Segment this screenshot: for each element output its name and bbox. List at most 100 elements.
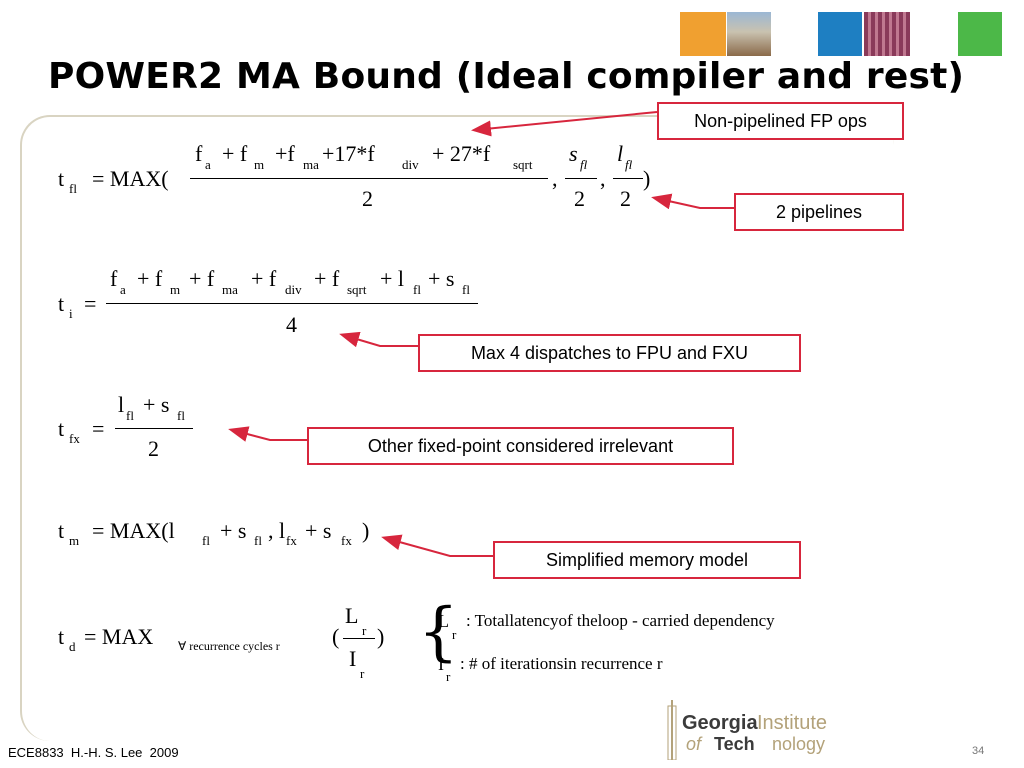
eq1-denominator: 2 — [362, 186, 373, 211]
eq1-sub-sqrt: sqrt — [513, 157, 533, 172]
eq2-f: f — [110, 266, 118, 291]
eq4-sub-fl2: fl — [254, 533, 262, 548]
eq3-sub-fl1: fl — [126, 408, 134, 423]
eq2-sub-a: a — [120, 282, 126, 297]
eq1-s-den: 2 — [574, 186, 585, 211]
eq1-fraction-bar — [190, 178, 548, 179]
eq5-max: = MAX — [84, 624, 154, 649]
eq5-close: ) — [377, 624, 385, 649]
eq4-sub-fx2: fx — [341, 533, 352, 548]
callout-non-pipelined: Non-pipelined FP ops — [657, 102, 904, 140]
eq1-plus-fma: +f — [275, 141, 295, 166]
content-frame — [20, 115, 894, 741]
eq1-close: ) — [643, 166, 651, 191]
tower-icon — [667, 700, 677, 760]
callout-max-dispatch: Max 4 dispatches to FPU and FXU — [418, 334, 801, 372]
photo-tile-building — [727, 12, 771, 56]
eq5-case2-sub: r — [446, 669, 451, 684]
eq2-plus-fdiv: + f — [251, 266, 277, 291]
eq4-sub-fl1: fl — [202, 533, 210, 548]
arrow-max-dispatch — [339, 331, 418, 348]
eq4-max: = MAX(l — [92, 518, 175, 543]
eq2-sub-fl2: fl — [462, 282, 470, 297]
eq4-sub-fx1: fx — [286, 533, 297, 548]
eq3-denominator: 2 — [148, 436, 159, 461]
eq4-plus-s: + s — [220, 518, 247, 543]
logo-institute: Institute — [757, 712, 828, 734]
eq5-case2-text: : # of iterationsin recurrence r — [460, 654, 663, 673]
eq1-s-bar — [565, 178, 597, 179]
eq3-plus-s: + s — [143, 392, 170, 417]
callout-two-pipelines: 2 pipelines — [734, 193, 904, 231]
eq1-s: s — [569, 141, 578, 166]
eq4-plus-s2: + s — [305, 518, 332, 543]
callout-memory-model: Simplified memory model — [493, 541, 801, 579]
eq2-equals: = — [84, 291, 97, 316]
eq1-l-sub: fl — [625, 157, 633, 172]
page-number: 34 — [972, 745, 985, 757]
eq2-lhs: t — [58, 291, 65, 316]
eq5-open: ( — [332, 624, 340, 649]
logo-tech: Tech — [714, 734, 755, 754]
eq5-I: I — [349, 646, 357, 671]
logo-georgia: Georgia — [682, 712, 758, 734]
eq2-sub-fl1: fl — [413, 282, 421, 297]
logo-of: of — [686, 734, 702, 754]
eq2-sub-div: div — [285, 282, 302, 297]
eq4-comma-l: , l — [268, 518, 286, 543]
eq3-lhs-sub: fx — [69, 431, 80, 446]
slide-title: POWER2 MA Bound (Ideal compiler and rest… — [48, 56, 965, 97]
eq1-l-den: 2 — [620, 186, 631, 211]
arrow-memory-model — [381, 534, 493, 557]
eq1-lhs-sub: fl — [69, 181, 77, 196]
eq1-l-bar — [613, 178, 643, 179]
eq3-equals: = — [92, 416, 105, 441]
eq3-sub-fl2: fl — [177, 408, 185, 423]
green-tile — [958, 12, 1002, 56]
eq1-comma2: , — [600, 166, 606, 191]
eq5-I-sub: r — [360, 666, 365, 681]
arrow-fixed-point — [228, 426, 307, 442]
eq2-plus-l: + l — [380, 266, 405, 291]
blue-tile — [818, 12, 862, 56]
eq5-lhs: t — [58, 624, 65, 649]
georgia-tech-logo: Georgia Institute of Tech nology — [662, 700, 882, 760]
logo-nology: nology — [772, 734, 826, 754]
eq2-plus-s: + s — [428, 266, 455, 291]
eq1-plus-fsqrt: + 27*f — [432, 141, 491, 166]
eq5-case1-sub: r — [452, 627, 457, 642]
eq5-brace: { — [418, 595, 459, 669]
photo-tile-chip — [864, 12, 910, 56]
eq1-lhs: t — [58, 166, 65, 191]
eq1-l: l — [617, 141, 624, 166]
arrow-non-pipelined — [471, 111, 658, 137]
eq4-close: ) — [362, 518, 370, 543]
eq5-L-sub: r — [362, 623, 367, 638]
eq5-case2-I: I — [438, 654, 444, 674]
eq5-fraction-bar — [343, 638, 375, 639]
eq5-lhs-sub: d — [69, 639, 76, 654]
eq2-plus-fma: + f — [189, 266, 215, 291]
eq1-sub-a: a — [205, 157, 211, 172]
eq3-l: l — [118, 392, 125, 417]
eq2-sub-m: m — [170, 282, 181, 297]
eq2-sub-sqrt: sqrt — [347, 282, 367, 297]
eq1-max: = MAX( — [92, 166, 169, 191]
eq2-plus-fsqrt: + f — [314, 266, 340, 291]
eq2-plus-fm: + f — [137, 266, 163, 291]
eq4-lhs-sub: m — [69, 533, 80, 548]
eq5-case1-L: L — [438, 611, 449, 631]
eq3-fraction-bar — [115, 428, 193, 429]
eq1-plus-fm: + f — [222, 141, 248, 166]
eq1-sub-ma: ma — [303, 157, 319, 172]
eq1-s-sub: fl — [580, 157, 588, 172]
eq1-comma1: , — [552, 166, 558, 191]
eq2-fraction-bar — [106, 303, 478, 304]
eq1-sub-div: div — [402, 157, 419, 172]
eq1-plus-fdiv: +17*f — [322, 141, 375, 166]
eq5-forall-sub: ∀ recurrence cycles r — [178, 639, 280, 653]
eq2-lhs-sub: i — [69, 306, 73, 321]
eq5-case1-text: : Totallatencyof theloop - carried depen… — [466, 611, 775, 630]
eq2-sub-ma: ma — [222, 282, 238, 297]
